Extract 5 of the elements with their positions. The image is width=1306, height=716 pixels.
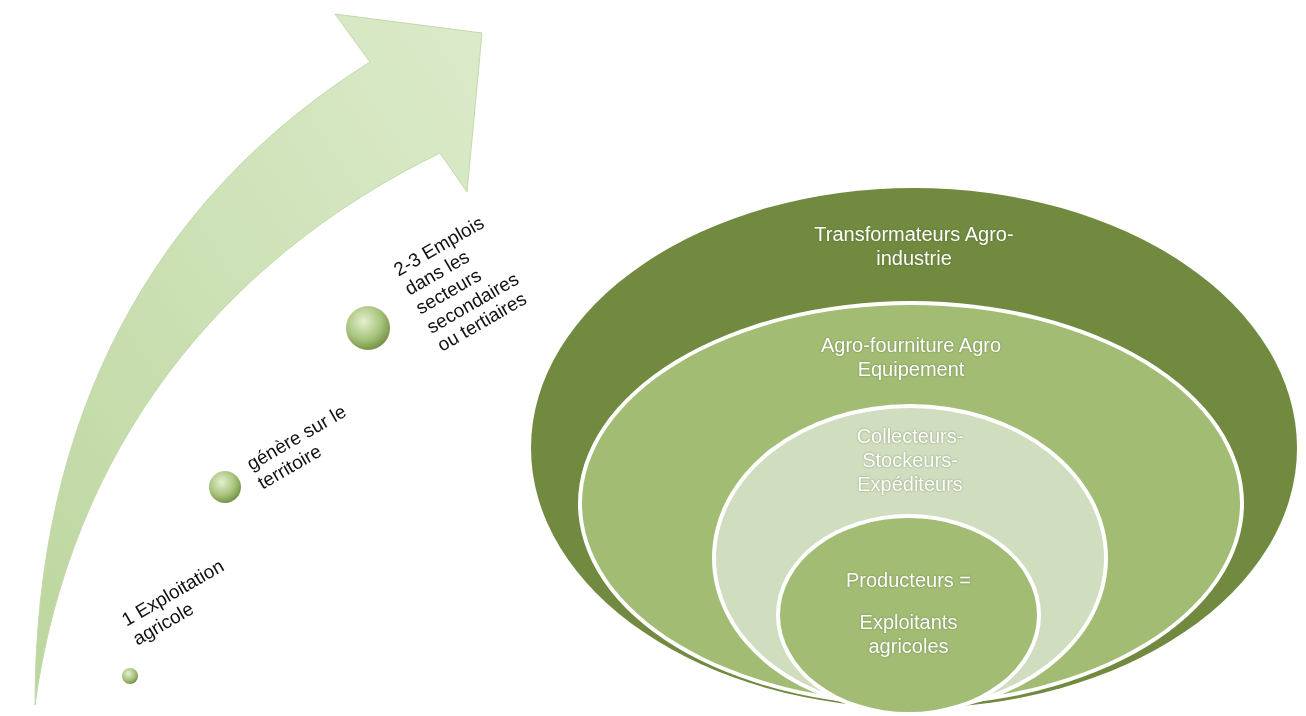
- ring-label: Producteurs =: [845, 569, 972, 591]
- ring-label: Collecteurs- Stockeurs- Expéditeurs: [856, 425, 964, 495]
- ring-label: Transformateurs Agro-industrie: [814, 223, 1014, 269]
- ring-label: Exploitants agricoles: [859, 611, 958, 657]
- ring-label: Agro-fourniture Agro Equipement: [820, 334, 1002, 380]
